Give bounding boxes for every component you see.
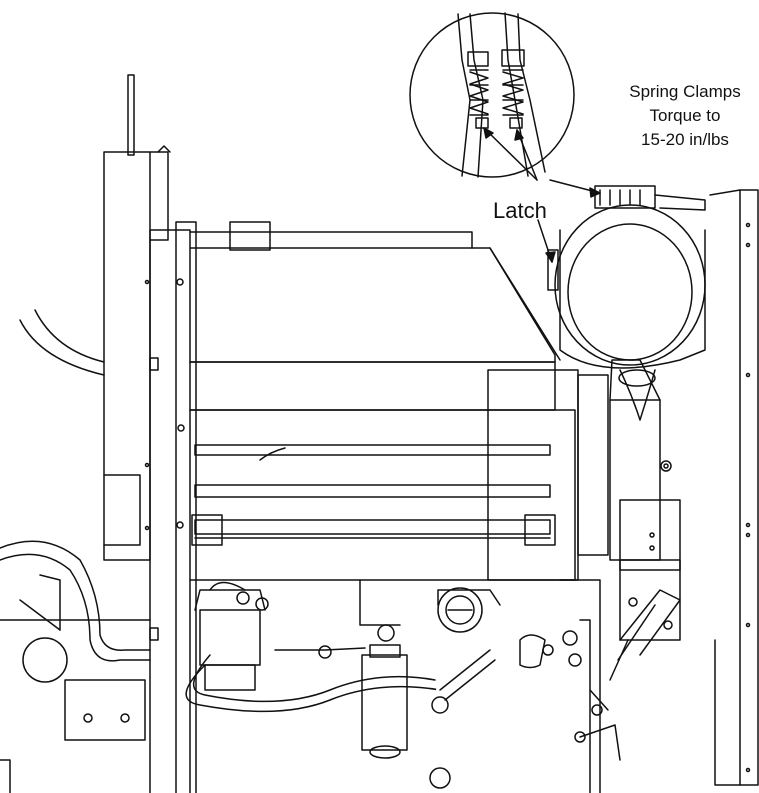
gauge xyxy=(438,588,500,632)
spring-clamps-line1: Spring Clamps xyxy=(629,82,741,101)
right-panel xyxy=(710,190,758,785)
air-cleaner-cylinder xyxy=(548,186,705,420)
magnified-inset xyxy=(410,13,574,177)
spring-clamps-line2: Torque to xyxy=(649,106,721,125)
cooler-fins xyxy=(192,445,555,545)
right-mount-block xyxy=(488,360,680,580)
lower-left-base xyxy=(0,575,150,793)
latch-callout: Latch xyxy=(493,198,547,223)
spring-clamps-callout: Spring Clamps Torque to 15-20 in/lbs xyxy=(600,80,759,152)
left-hose xyxy=(20,310,104,375)
intake-housing xyxy=(190,222,575,580)
left-frame-panel xyxy=(104,75,196,793)
spring-clamps-line3: 15-20 in/lbs xyxy=(641,130,729,149)
fuel-filter-assembly xyxy=(195,580,450,788)
fuel-hoses xyxy=(0,541,495,713)
leader-arrows xyxy=(484,128,600,262)
solenoid-linkage xyxy=(520,560,680,793)
